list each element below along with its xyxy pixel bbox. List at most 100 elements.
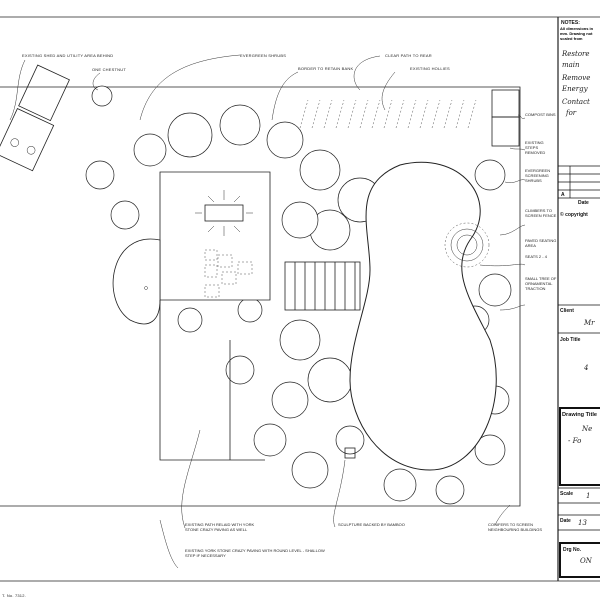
chestnut-tree: [91, 85, 113, 107]
label-crazy-paving: EXISTING YORK STONE CRAZY PAVING WITH RO…: [185, 548, 325, 558]
hatch-line: [359, 99, 369, 129]
shrub: [335, 425, 365, 455]
hatch-line: [323, 99, 333, 129]
label-chestnut: ONE CHESTNUT: [92, 67, 126, 72]
notes-text: All dimensions in mm. Drawing not scaled…: [560, 26, 594, 40]
shrub: [279, 319, 321, 361]
hatch-line: [311, 99, 321, 129]
drawing-title-line: Ne: [581, 425, 592, 433]
handwritten-note: Restore: [561, 50, 590, 58]
shrub: [133, 133, 167, 167]
job-title-label: Job Title: [560, 337, 581, 343]
shrub: [253, 423, 287, 457]
job-title-value: 4: [583, 364, 588, 372]
label-screening: EVERGREEN SCREENING SHRUBS: [525, 168, 551, 183]
shrub: [266, 121, 304, 159]
client-value: Mr: [583, 319, 595, 327]
hatch-line: [467, 99, 477, 129]
date-value: 13: [578, 519, 587, 527]
handwritten-note: Contact: [562, 98, 590, 106]
label-steps-removed: EXISTING STEPS REMOVED: [525, 140, 546, 155]
garden-path: [159, 300, 265, 461]
shrub: [281, 201, 319, 239]
hatch-line: [299, 99, 309, 129]
shrub: [299, 149, 341, 191]
shrub: [177, 307, 203, 333]
label-path-relaid: EXISTING PATH RELAID WITH YORK STONE CRA…: [185, 522, 255, 532]
label-conifers-wrap: CONIFERS TO SCREEN NEIGHBOURING BUILDING…: [488, 522, 543, 532]
scale-label: Scale: [560, 491, 573, 497]
hatch-line: [431, 99, 441, 129]
label-evergreen-shrubs: EVERGREEN SHRUBS: [240, 53, 286, 58]
annotations: EXISTING SHED AND UTILITY AREA BEHIND ON…: [2, 53, 557, 598]
label-climbers: CLIMBERS TO SCREEN FENCE: [525, 208, 557, 218]
label-bank: BORDER TO RETAIN BANK: [298, 66, 353, 71]
revision-date-header: Date: [578, 200, 589, 206]
hatch-line: [419, 99, 429, 129]
title-block: NOTES: All dimensions in mm. Drawing not…: [558, 20, 600, 578]
paving-area: [112, 171, 271, 325]
copyright: © copyright: [560, 211, 588, 218]
label-small-tree: SMALL TREE OF ORNAMENTAL TRACTION: [525, 276, 557, 291]
revision-letter: A: [561, 192, 565, 198]
hatch-line: [395, 99, 405, 129]
shrub: [110, 200, 140, 230]
label-clear-path: CLEAR PATH TO REAR: [385, 53, 432, 58]
handwritten-note: Remove: [561, 74, 590, 82]
label-seats: SEATS 2 - 4: [525, 254, 547, 259]
scale-value: 1: [586, 492, 590, 500]
shrub: [478, 273, 512, 307]
shrub: [307, 357, 353, 403]
shrub: [271, 381, 309, 419]
client-label: Client: [560, 308, 574, 314]
hatch-line: [455, 99, 465, 129]
shrub-masses: [85, 104, 512, 505]
label-sculpture: SCULPTURE BACKED BY BAMBOO: [338, 522, 405, 527]
drg-no-label: Drg No.: [563, 547, 582, 553]
label-conifers: CONIFERS TO SCREEN NEIGHBOURING BUILDING…: [488, 522, 543, 532]
shrub: [291, 451, 329, 489]
shrub: [474, 159, 506, 191]
notes-text-wrap: All dimensions in mm. Drawing not scaled…: [560, 26, 594, 40]
shrub: [219, 104, 261, 146]
shrub: [435, 475, 465, 505]
hatch-line: [371, 99, 381, 129]
shrub: [225, 355, 255, 385]
hatch-line: [407, 99, 417, 129]
label-compost: COMPOST BINS: [525, 112, 556, 117]
drg-no-value: ON: [580, 557, 593, 565]
shrub: [383, 468, 417, 502]
shrub: [85, 160, 115, 190]
label-crazy-paving-wrap: EXISTING YORK STONE CRAZY PAVING WITH RO…: [185, 548, 325, 558]
hatch-line: [335, 99, 345, 129]
shrub: [167, 112, 213, 158]
hatch-line: [383, 99, 393, 129]
hatch-line: [443, 99, 453, 129]
sheet-frame: [0, 16, 600, 582]
label-shed: EXISTING SHED AND UTILITY AREA BEHIND: [22, 53, 113, 58]
notes-heading: NOTES:: [561, 20, 580, 26]
shed: [0, 64, 70, 172]
handwritten-note: for: [565, 109, 577, 117]
lawn-pond: [349, 161, 497, 471]
drawing-title-line: - Fo: [568, 437, 581, 445]
shrub: [474, 434, 506, 466]
sheet-ref: T. No. 7312.: [2, 593, 26, 598]
label-hollies: EXISTING HOLLIES: [410, 66, 450, 71]
site-boundary: [0, 86, 521, 507]
compost-bins: [491, 89, 520, 147]
drawing-title-label: Drawing Title: [562, 412, 597, 418]
label-path-relaid-wrap: EXISTING PATH RELAID WITH YORK STONE CRA…: [185, 522, 255, 532]
label-paved: PAVED SEATING AREA: [525, 238, 557, 248]
hatching-bank: [299, 99, 477, 129]
right-labels: COMPOST BINS EXISTING STEPS REMOVED EVER…: [525, 112, 557, 291]
shrub: [237, 297, 263, 323]
date-label: Date: [560, 518, 571, 524]
label-sculpture-wrap: SCULPTURE BACKED BY BAMBOO: [338, 522, 405, 527]
handwritten-note: Energy: [561, 85, 589, 93]
handwritten-note: main: [562, 61, 580, 69]
leader-lines: [9, 54, 526, 569]
sculpture: [344, 447, 356, 459]
steps: [284, 261, 361, 311]
